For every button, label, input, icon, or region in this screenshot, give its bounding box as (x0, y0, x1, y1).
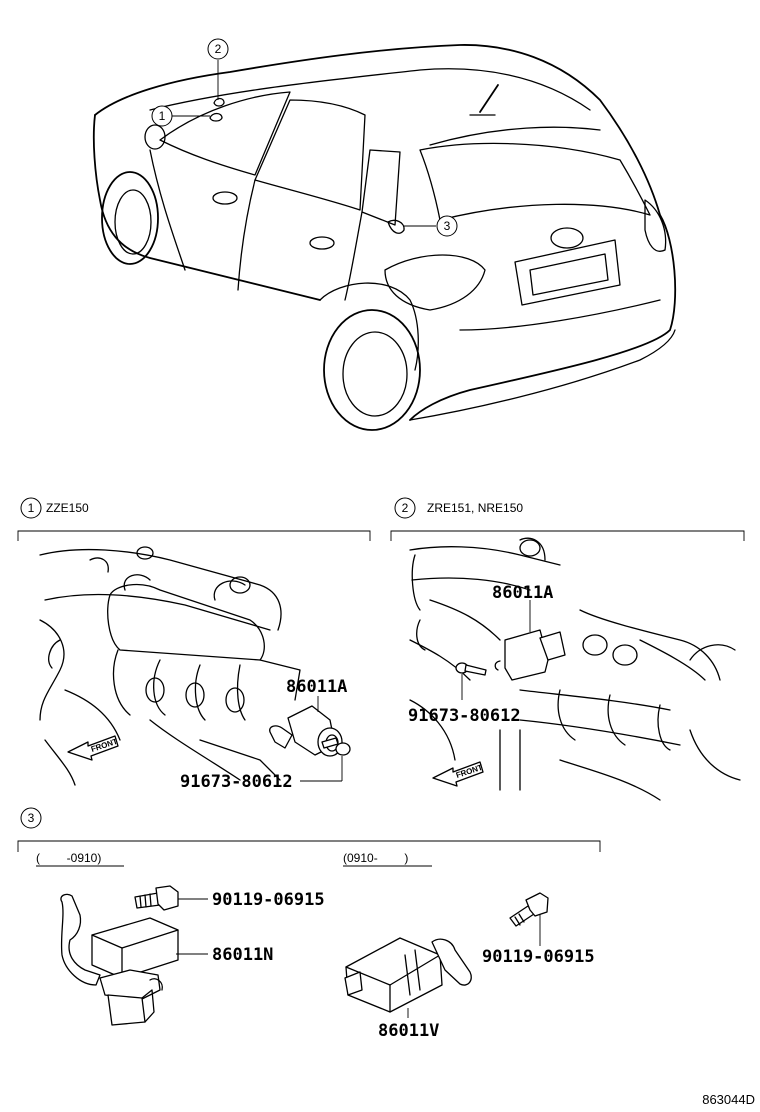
part-number-86011V: 86011V (378, 1021, 439, 1041)
part-number-86011N: 86011N (212, 945, 273, 965)
callout-number: 2 (215, 42, 222, 56)
engine-illustration-2 (409, 537, 741, 801)
sensor-86011A-zre151 (494, 629, 566, 681)
overview-callout-1: 1 (151, 105, 173, 127)
overview-callout-3: 3 (436, 215, 458, 237)
date-range-left: ( -0910) (36, 851, 101, 865)
section-1-number: 1 (28, 501, 35, 515)
engine-illustration-1 (39, 546, 301, 786)
bolt-90119-06915-right (509, 892, 549, 927)
section-3-number: 3 (28, 811, 35, 825)
sensor-86011V (344, 937, 472, 1013)
bolt-91673-80612-zre151 (455, 662, 487, 676)
figure-id: 863044D (702, 1092, 755, 1107)
callout-number: 3 (444, 219, 451, 233)
date-range-right: (0910- ) (343, 851, 408, 865)
callout-number: 1 (159, 109, 166, 123)
section-2-title: ZRE151, NRE150 (427, 501, 523, 515)
section-1-title: ZZE150 (46, 501, 89, 515)
part-number-86011A: 86011A (286, 677, 347, 697)
part-number-86011A: 86011A (492, 583, 553, 603)
sensor-86011A-zze150 (269, 705, 343, 757)
front-arrow-2: FRONT (432, 761, 484, 787)
front-arrow-1: FRONT (67, 735, 119, 761)
bolt-91673-80612-zze150 (321, 737, 351, 756)
section-2-number: 2 (402, 501, 409, 515)
section-2: 2 ZRE151, NRE150 (390, 497, 745, 801)
part-number-90119-06915-left: 90119-06915 (212, 890, 325, 910)
bolt-90119-06915-left (134, 885, 179, 911)
overview-callout-2: 2 (207, 38, 229, 60)
section-3: 3 ( -0910) (0910- ) 90119-06915 8601 (17, 807, 601, 1041)
car-overview-illustration (92, 44, 677, 431)
section-1: 1 ZZE150 (17, 497, 371, 792)
part-number-91673-80612: 91673-80612 (180, 772, 293, 792)
part-number-90119-06915-right: 90119-06915 (482, 947, 595, 967)
sensor-86011N (60, 893, 179, 1026)
part-number-91673-80612: 91673-80612 (408, 706, 521, 726)
overview-callout-leaders (172, 60, 436, 227)
